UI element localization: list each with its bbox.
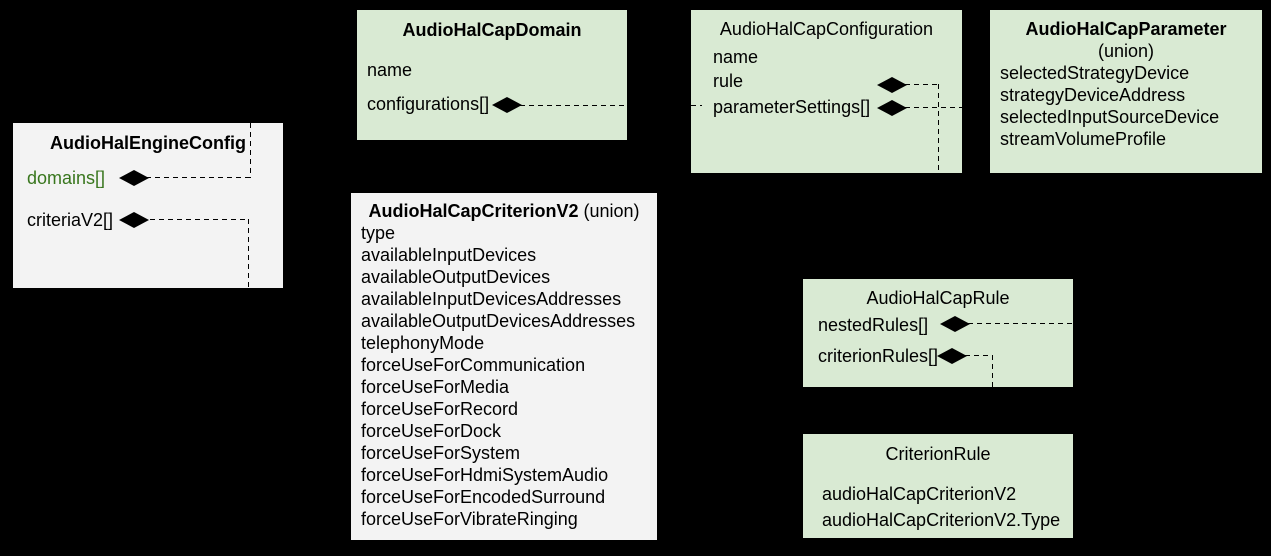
field-strategyDeviceAddress: strategyDeviceAddress [1000,85,1186,105]
class-title: CriterionRule [885,444,991,464]
field-audioHalCapCriterionV2-type: audioHalCapCriterionV2.Type [822,510,1061,530]
field-availableOutputDevicesAddresses: availableOutputDevicesAddresses [361,311,636,331]
field-streamVolumeProfile: streamVolumeProfile [1000,129,1167,149]
field-forceUseForHdmiSystemAudio: forceUseForHdmiSystemAudio [361,465,609,485]
field-list: type availableInputDevices availableOutp… [361,222,635,530]
connector-domains-h [146,177,250,178]
connector-parameterSettings-h [905,107,990,108]
field-selectedInputSourceDevice: selectedInputSourceDevice [1000,107,1220,127]
class-title-name: AudioHalCapCriterionV2 [368,201,579,221]
field-domains: domains[] [27,168,106,188]
field-availableInputDevices: availableInputDevices [361,245,537,265]
field-telephonyMode: telephonyMode [361,333,485,353]
field-forceUseForDock: forceUseForDock [361,421,502,441]
connector-rule-v [938,84,939,279]
field-availableOutputDevices: availableOutputDevices [361,267,551,287]
composition-diamond-icon [940,316,970,332]
class-box-domain: AudioHalCapDomain name configurations[] [357,10,627,140]
field-list: selectedStrategyDevice strategyDeviceAdd… [1000,62,1219,150]
connector-criteriaV2-h [150,219,248,220]
class-box-criterion-rule: CriterionRule audioHalCapCriterionV2 aud… [803,434,1073,538]
field-forceUseForVibrateRinging: forceUseForVibrateRinging [361,509,578,529]
connector-domains-v [250,123,251,178]
class-box-configuration: AudioHalCapConfiguration name rule param… [691,10,962,173]
field-parameterSettings: parameterSettings[] [713,97,871,117]
class-title: AudioHalCapRule [866,288,1010,308]
composition-diamond-icon [492,97,522,113]
connector-nestedRules-h [968,323,1073,324]
field-list: audioHalCapCriterionV2 audioHalCapCriter… [822,481,1060,533]
composition-diamond-icon [119,212,149,228]
field-forceUseForEncodedSurround: forceUseForEncodedSurround [361,487,606,507]
connector-criterionRules-h [965,355,992,356]
composition-diamond-icon [877,77,907,93]
field-selectedStrategyDevice: selectedStrategyDevice [1000,63,1190,83]
class-title: AudioHalCapConfiguration [719,19,934,39]
field-name: name [713,47,759,67]
field-availableInputDevicesAddresses: availableInputDevicesAddresses [361,289,622,309]
class-box-rule: AudioHalCapRule nestedRules[] criterionR… [803,279,1073,387]
field-name: name [367,60,413,80]
class-title: AudioHalCapCriterionV2 (union) [351,201,657,221]
class-title-union: (union) [578,201,640,221]
field-forceUseForCommunication: forceUseForCommunication [361,355,586,375]
class-title: AudioHalCapDomain [402,20,582,40]
composition-diamond-icon [119,170,149,186]
class-subtitle: (union) [1097,41,1155,61]
field-nestedRules: nestedRules[] [818,315,929,335]
field-configurations: configurations[] [367,94,490,114]
composition-diamond-icon [937,348,967,364]
connector-configurations-h [520,105,702,106]
composition-diamond-icon [877,100,907,116]
field-forceUseForSystem: forceUseForSystem [361,443,521,463]
connector-criterionRules-v [992,355,993,434]
connector-rule-h [905,84,938,85]
class-box-parameter: AudioHalCapParameter (union) selectedStr… [990,10,1262,173]
field-forceUseForRecord: forceUseForRecord [361,399,519,419]
class-title: AudioHalCapParameter [1025,19,1227,39]
class-box-criterionV2: AudioHalCapCriterionV2 (union) type avai… [351,193,657,540]
field-audioHalCapCriterionV2: audioHalCapCriterionV2 [822,484,1017,504]
class-box-engine-config: AudioHalEngineConfig domains[] criteriaV… [13,123,283,288]
field-type: type [361,223,396,243]
field-criteriaV2: criteriaV2[] [27,210,114,230]
field-criterionRules: criterionRules[] [818,346,939,366]
connector-criteriaV2-v [248,219,249,288]
class-title: AudioHalEngineConfig [50,133,246,153]
field-forceUseForMedia: forceUseForMedia [361,377,510,397]
field-rule: rule [713,71,744,91]
